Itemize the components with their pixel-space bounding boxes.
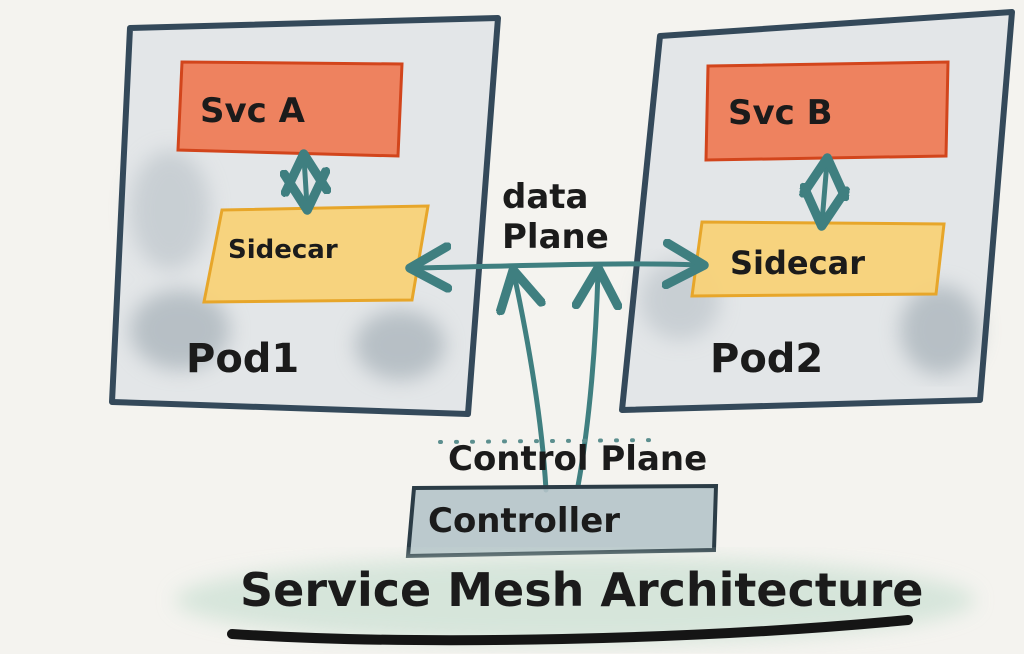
service-a-box: Svc A: [176, 60, 404, 158]
title-area: Service Mesh Architecture: [175, 556, 975, 646]
data-plane-label: data Plane: [502, 177, 609, 257]
control-arrow-left: [514, 274, 549, 493]
sidecar-1-box: Sidecar: [202, 204, 430, 304]
control-plane-label: Control Plane: [448, 439, 707, 479]
title-underline: [227, 615, 913, 646]
data-plane-word-1: data: [502, 177, 588, 217]
service-b-sidecar-arrow: [822, 162, 827, 222]
data-plane-arrow: [414, 264, 700, 268]
service-b-label: Svc B: [728, 93, 833, 133]
controller-label: Controller: [428, 501, 620, 541]
sidecar-2-box: Sidecar: [690, 220, 946, 298]
service-a-label: Svc A: [200, 91, 306, 131]
pod-2-label: Pod2: [710, 336, 823, 382]
sidecar-2-label: Sidecar: [730, 244, 865, 282]
sidecar-1-label: Sidecar: [228, 235, 338, 265]
control-plane-dotted-line: [438, 438, 662, 444]
pod-1-label: Pod1: [186, 336, 299, 382]
data-plane-word-2: Plane: [502, 217, 609, 257]
control-arrow-right: [578, 272, 598, 489]
service-b-box: Svc B: [704, 60, 950, 162]
title-smudge: [175, 556, 975, 644]
title: Service Mesh Architecture: [240, 563, 924, 617]
controller-box: Controller: [405, 483, 719, 559]
pod-1-wash: [130, 150, 445, 380]
service-a-sidecar-arrow: [304, 158, 307, 206]
